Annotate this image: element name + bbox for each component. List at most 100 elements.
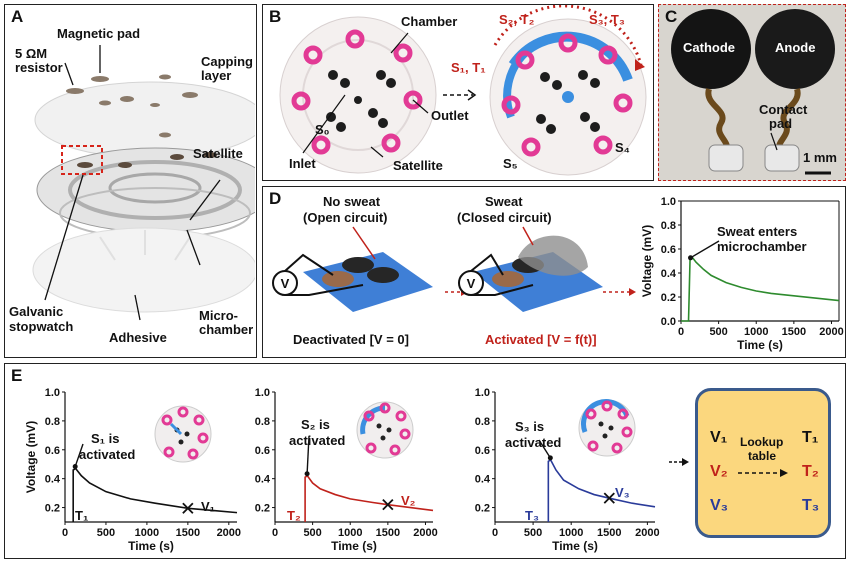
y-tick-label: 1.0 — [255, 387, 270, 399]
x-tick-label: 1000 — [744, 326, 768, 338]
y-axis-label: Voltage (mV) — [640, 225, 654, 297]
x-tick-label: 1500 — [176, 527, 200, 539]
label-anode: Anode — [775, 40, 816, 55]
label-closed-circuit: (Closed circuit) — [457, 210, 552, 225]
x-tick-label: 1000 — [559, 527, 583, 539]
label-scale: 1 mm — [803, 150, 837, 165]
series-line — [304, 474, 434, 522]
annotation-line2: microchamber — [717, 239, 807, 254]
lookup-v2: V₂ — [710, 463, 728, 480]
lookup-table-line1: Lookup — [740, 435, 784, 449]
e1-v-label: V₁ — [201, 499, 216, 514]
y-tick-label: 1.0 — [661, 196, 676, 208]
panel-c-letter: C — [665, 7, 678, 26]
label-micro-line1: Micro- — [199, 308, 238, 323]
label-galvanic-line2: stopwatch — [9, 319, 74, 334]
e1-label-line1: S₁ is — [91, 431, 120, 446]
device-exploded-view — [32, 45, 255, 321]
annotation-arrowhead — [688, 255, 694, 261]
panel-a: A — [4, 4, 257, 358]
label-outlet: Outlet — [431, 108, 469, 123]
x-tick-label: 2000 — [635, 527, 659, 539]
y-tick-label: 0.6 — [475, 445, 490, 457]
label-resistor-line1: 5 ΩM — [15, 46, 48, 61]
label-chamber: Chamber — [401, 14, 458, 29]
label-satellite-b: Satellite — [393, 158, 443, 173]
e1-t-label: T₁ — [75, 508, 89, 523]
arrow-to-lookup — [669, 458, 689, 466]
voltmeter-left: V — [281, 276, 290, 291]
x-axis-label: Time (s) — [128, 539, 174, 553]
label-capping-line2: layer — [201, 68, 232, 83]
y-tick-label: 0.2 — [255, 503, 270, 515]
label-s1t1: S₁, T₁ — [451, 60, 486, 75]
panel-d: D V V No sweat (Open circuit) Sweat (Clo… — [262, 186, 846, 358]
device-photos — [279, 5, 647, 176]
data-marker-x — [382, 499, 394, 511]
panel-b-letter: B — [269, 7, 282, 26]
y-tick-label: 0.4 — [45, 474, 61, 486]
e3-label-line1: S₃ is — [515, 419, 545, 434]
label-s4: S₄ — [615, 140, 630, 155]
x-tick-label: 1000 — [135, 527, 159, 539]
x-tick-label: 0 — [492, 527, 498, 539]
label-s0: S₀ — [315, 122, 330, 137]
label-no-sweat: No sweat — [323, 194, 381, 209]
y-tick-label: 0.8 — [475, 416, 490, 428]
y-tick-label: 0.2 — [475, 503, 490, 515]
label-s2t2: S₂, T₂ — [499, 12, 535, 27]
y-tick-label: 0.4 — [475, 474, 491, 486]
x-axis-label: Time (s) — [552, 539, 598, 553]
x-tick-label: 1500 — [376, 527, 400, 539]
label-galvanic-line1: Galvanic — [9, 304, 64, 319]
marker-stroke — [182, 502, 194, 514]
lookup-t1: T₁ — [802, 429, 819, 446]
voltmeter-right: V — [467, 276, 476, 291]
x-tick-label: 0 — [678, 326, 684, 338]
y-tick-label: 1.0 — [475, 387, 490, 399]
panel-a-letter: A — [11, 7, 24, 26]
x-tick-label: 2000 — [217, 527, 241, 539]
lookup-t3: T₃ — [802, 497, 820, 514]
lookup-v3: V₃ — [710, 497, 729, 514]
inset-device-1 — [154, 405, 212, 463]
label-adhesive: Adhesive — [109, 330, 167, 345]
x-tick-label: 500 — [524, 527, 542, 539]
y-tick-label: 0.2 — [45, 503, 60, 515]
lookup-v1: V₁ — [710, 429, 728, 446]
panel-c: C Cathode Anode Contact pad 1 mm — [658, 4, 846, 181]
y-tick-label: 0.4 — [661, 268, 677, 280]
y-tick-label: 0.8 — [255, 416, 270, 428]
y-tick-label: 1.0 — [45, 387, 60, 399]
e2-label-line1: S₂ is — [301, 417, 330, 432]
x-tick-label: 1500 — [597, 527, 621, 539]
label-micro-line2: chamber — [199, 322, 254, 337]
panel-e-letter: E — [11, 366, 23, 385]
y-tick-label: 0.2 — [661, 292, 676, 304]
series-line — [681, 256, 840, 322]
annotation-arrow — [538, 439, 551, 459]
label-contact-line2: pad — [769, 116, 793, 131]
label-magnetic-pad: Magnetic pad — [57, 26, 141, 41]
label-s3t3: S₃, T₃ — [589, 12, 625, 27]
x-tick-label: 0 — [62, 527, 68, 539]
e3-t-label: T₃ — [525, 508, 539, 523]
x-tick-label: 2000 — [413, 527, 437, 539]
label-sweat: Sweat — [485, 194, 523, 209]
e2-v-label: V₂ — [401, 493, 416, 508]
y-tick-label: 0.8 — [45, 416, 60, 428]
label-contact-line1: Contact — [759, 102, 808, 117]
marker-stroke — [603, 492, 615, 504]
annotation-arrowhead — [304, 471, 310, 477]
label-resistor-line2: resistor — [15, 60, 63, 75]
label-inlet: Inlet — [289, 156, 316, 171]
x-axis-label: Time (s) — [737, 338, 783, 352]
lookup-box: V₁ V₂ V₃ T₁ T₂ T₃ Lookup table — [695, 388, 831, 538]
annotation-arrow — [690, 240, 720, 259]
inset-device-2 — [356, 401, 414, 459]
x-axis-label: Time (s) — [331, 539, 377, 553]
